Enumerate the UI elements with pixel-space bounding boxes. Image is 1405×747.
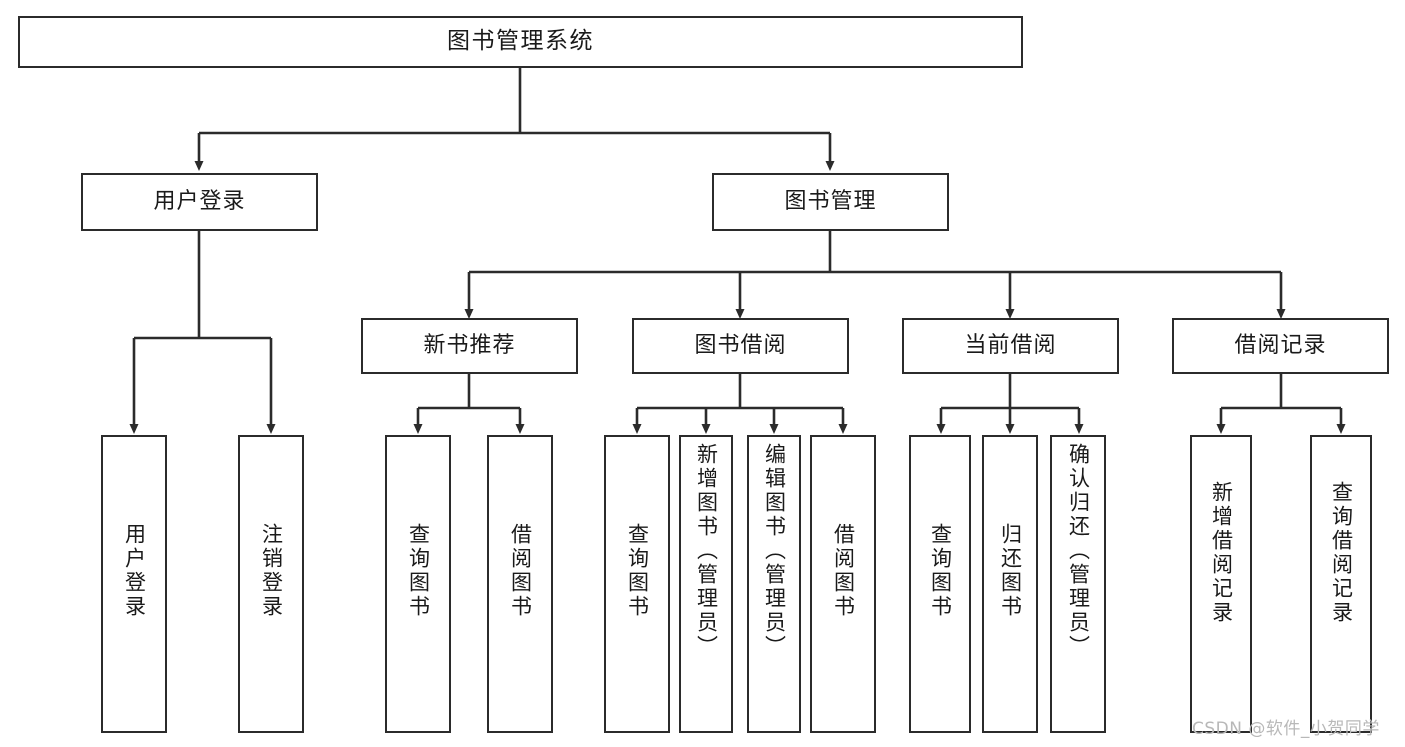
node-borrow-record[interactable]: 借阅记录 bbox=[1172, 318, 1389, 374]
node-label: 当前借阅 bbox=[964, 333, 1057, 359]
node-label: 归还图书 bbox=[998, 523, 1023, 619]
node-label: 用户登录 bbox=[122, 523, 147, 619]
leaf-confirm-return[interactable]: 确认归还（管理员） bbox=[1050, 435, 1106, 733]
node-user-login[interactable]: 用户登录 bbox=[81, 173, 318, 231]
leaf-logout-login[interactable]: 注销登录 bbox=[238, 435, 304, 733]
node-label: 编辑图书（管理员） bbox=[762, 443, 787, 659]
node-label: 借阅记录 bbox=[1234, 333, 1327, 359]
node-book-manage[interactable]: 图书管理 bbox=[712, 173, 949, 231]
node-root-system[interactable]: 图书管理系统 bbox=[18, 16, 1023, 68]
node-new-book-recommend[interactable]: 新书推荐 bbox=[361, 318, 578, 374]
leaf-add-record[interactable]: 新增借阅记录 bbox=[1190, 435, 1252, 733]
node-label: 查询借阅记录 bbox=[1329, 481, 1354, 625]
node-label: 图书借阅 bbox=[694, 333, 787, 359]
node-label: 确认归还（管理员） bbox=[1066, 443, 1091, 659]
leaf-borrow-book-1[interactable]: 借阅图书 bbox=[487, 435, 553, 733]
node-label: 注销登录 bbox=[259, 523, 284, 619]
node-book-borrow[interactable]: 图书借阅 bbox=[632, 318, 849, 374]
leaf-query-book-1[interactable]: 查询图书 bbox=[385, 435, 451, 733]
leaf-add-book[interactable]: 新增图书（管理员） bbox=[679, 435, 733, 733]
leaf-user-login[interactable]: 用户登录 bbox=[101, 435, 167, 733]
node-label: 查询图书 bbox=[928, 523, 953, 619]
node-current-borrow[interactable]: 当前借阅 bbox=[902, 318, 1119, 374]
node-label: 借阅图书 bbox=[508, 523, 533, 619]
node-label: 图书管理 bbox=[784, 189, 877, 215]
node-label: 新增图书（管理员） bbox=[694, 443, 719, 659]
node-label: 查询图书 bbox=[625, 523, 650, 619]
node-label: 用户登录 bbox=[153, 189, 246, 215]
watermark-text: CSDN @软件_小贺同学 bbox=[1192, 719, 1380, 739]
node-label: 借阅图书 bbox=[831, 523, 856, 619]
leaf-query-record[interactable]: 查询借阅记录 bbox=[1310, 435, 1372, 733]
node-label: 新书推荐 bbox=[423, 333, 516, 359]
node-label: 图书管理系统 bbox=[447, 28, 594, 55]
leaf-query-book-3[interactable]: 查询图书 bbox=[909, 435, 971, 733]
node-label: 新增借阅记录 bbox=[1209, 481, 1234, 625]
leaf-return-book[interactable]: 归还图书 bbox=[982, 435, 1038, 733]
node-label: 查询图书 bbox=[406, 523, 431, 619]
leaf-edit-book[interactable]: 编辑图书（管理员） bbox=[747, 435, 801, 733]
leaf-query-book-2[interactable]: 查询图书 bbox=[604, 435, 670, 733]
leaf-borrow-book-2[interactable]: 借阅图书 bbox=[810, 435, 876, 733]
